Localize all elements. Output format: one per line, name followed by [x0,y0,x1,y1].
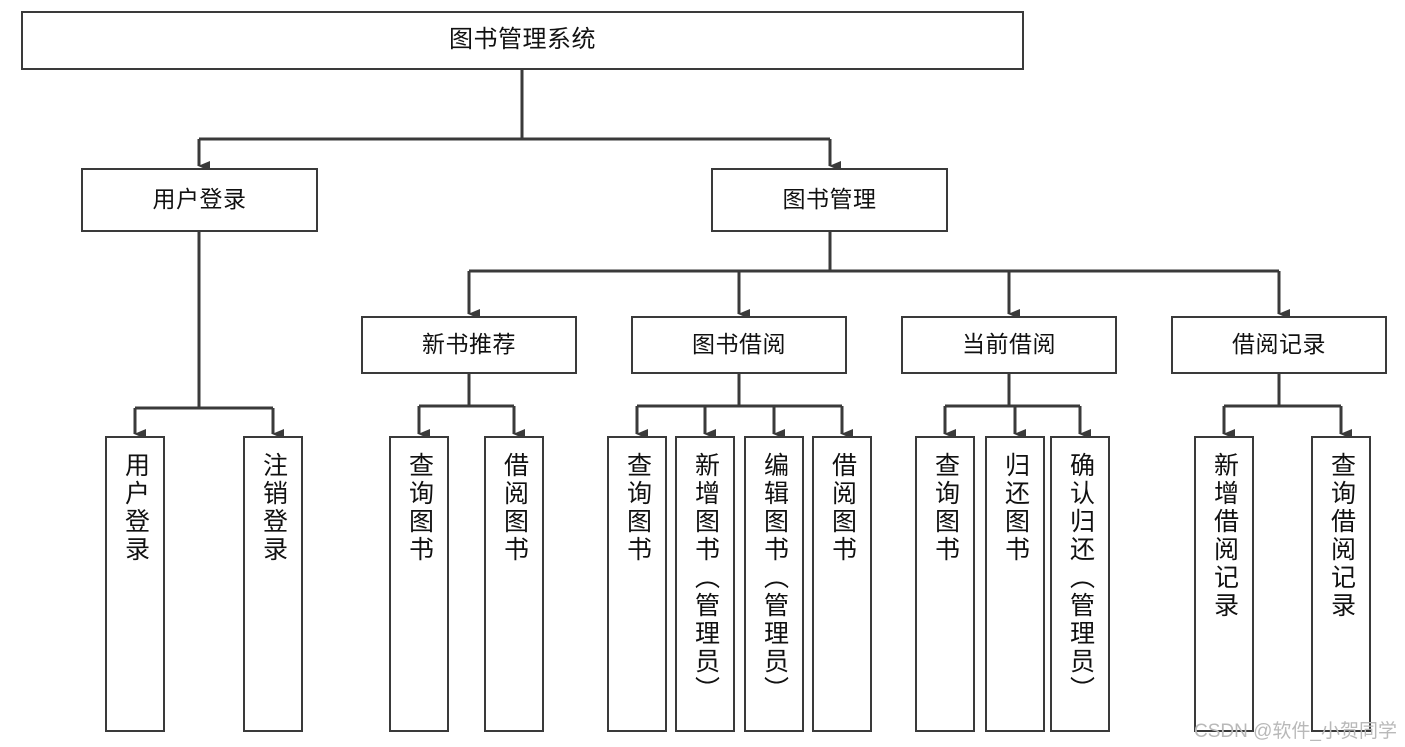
node-label: 图书管理 [782,186,877,213]
leaf-current-borrow-confirm-return[interactable]: 确认归还（管理员） [1050,436,1110,732]
node-current-borrow[interactable]: 当前借阅 [901,316,1117,374]
node-label: 新增图书（管理员） [691,452,720,704]
node-label: 借阅记录 [1232,331,1326,358]
leaf-borrow-record-add-record[interactable]: 新增借阅记录 [1194,436,1254,732]
node-label: 新增借阅记录 [1210,452,1239,620]
node-label: 当前借阅 [962,331,1056,358]
leaf-book-borrow-add-book[interactable]: 新增图书（管理员） [675,436,735,732]
node-user-login[interactable]: 用户登录 [81,168,318,232]
node-label: 查询图书 [405,452,434,564]
leaf-user-login-logout[interactable]: 注销登录 [243,436,303,732]
node-root-book-management-system[interactable]: 图书管理系统 [21,11,1024,70]
node-label: 图书借阅 [692,331,786,358]
leaf-book-borrow-edit-book[interactable]: 编辑图书（管理员） [744,436,804,732]
leaf-book-borrow-borrow-book[interactable]: 借阅图书 [812,436,872,732]
node-borrow-record[interactable]: 借阅记录 [1171,316,1387,374]
node-book-borrow[interactable]: 图书借阅 [631,316,847,374]
node-label: 图书管理系统 [449,26,596,54]
leaf-current-borrow-return-book[interactable]: 归还图书 [985,436,1045,732]
leaf-current-borrow-query-book[interactable]: 查询图书 [915,436,975,732]
node-label: 确认归还（管理员） [1066,452,1095,704]
node-label: 查询图书 [623,452,652,564]
watermark-text: CSDN @软件_小贺同学 [1194,721,1397,742]
node-label: 用户登录 [121,452,150,564]
node-label: 注销登录 [259,452,288,564]
leaf-borrow-record-query-record[interactable]: 查询借阅记录 [1311,436,1371,732]
node-label: 借阅图书 [828,452,857,564]
leaf-new-book-borrow-book[interactable]: 借阅图书 [484,436,544,732]
node-book-management[interactable]: 图书管理 [711,168,948,232]
node-label: 借阅图书 [500,452,529,564]
node-label: 用户登录 [152,186,247,213]
leaf-user-login-login[interactable]: 用户登录 [105,436,165,732]
node-label: 新书推荐 [422,331,516,358]
node-new-book-recommend[interactable]: 新书推荐 [361,316,577,374]
node-label: 编辑图书（管理员） [760,452,789,704]
node-label: 查询借阅记录 [1327,452,1356,620]
node-label: 归还图书 [1001,452,1030,564]
leaf-new-book-query-book[interactable]: 查询图书 [389,436,449,732]
node-label: 查询图书 [931,452,960,564]
leaf-book-borrow-query-book[interactable]: 查询图书 [607,436,667,732]
